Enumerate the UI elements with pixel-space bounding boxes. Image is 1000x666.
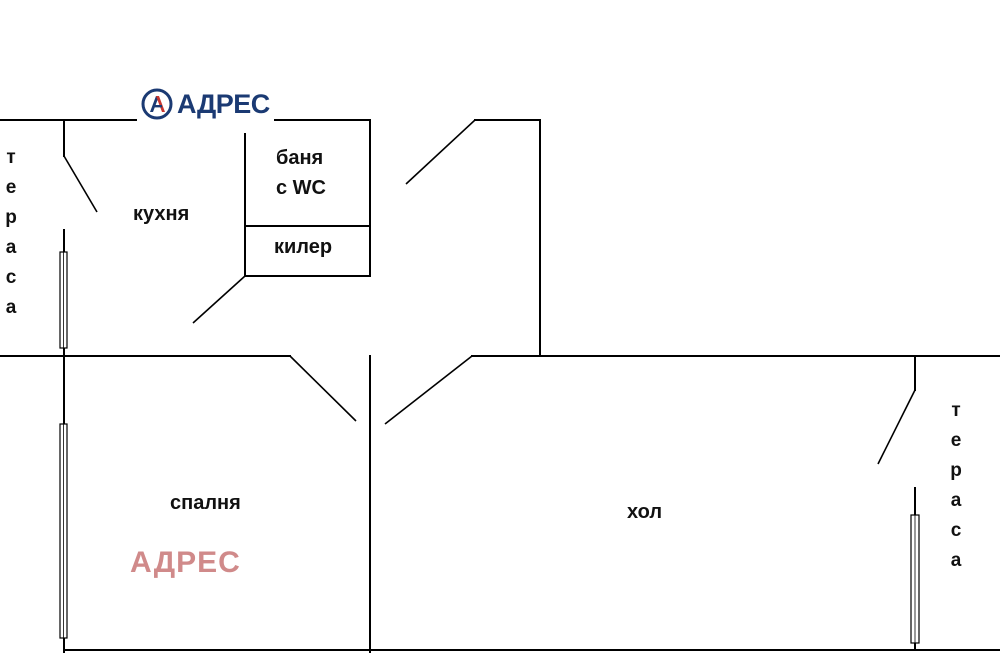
room-label-bathroom-line1: баня [276, 147, 324, 169]
door-hall [384, 355, 473, 425]
terrace-label-right: т е р а с а [946, 396, 966, 576]
terrace-left-letter: т [6, 147, 16, 168]
brand-logo: АДРЕС [137, 85, 274, 123]
terrace-right-letter: а [950, 550, 962, 571]
door-bedroom [289, 355, 357, 422]
terrace-right-letter: т [951, 400, 961, 421]
terrace-right-letter: а [950, 490, 962, 511]
terrace-left-letter: с [5, 267, 17, 288]
terrace-right-letter: с [950, 520, 962, 541]
terrace-right-letter: р [950, 460, 962, 481]
room-label-bathroom-line2: с WC [276, 177, 326, 199]
terrace-left-letter: а [5, 237, 17, 258]
door-entrance [405, 119, 476, 185]
logo-a-icon [141, 88, 173, 120]
room-label-kitchen: кухня [133, 203, 190, 225]
watermark-text: АДРЕС [130, 546, 241, 579]
terrace-left-letter: р [5, 207, 17, 228]
terrace-left-letter: е [5, 177, 17, 198]
logo-text: АДРЕС [177, 88, 270, 119]
door-hall-terrace [877, 389, 916, 465]
door-kitchen [192, 275, 246, 324]
room-label-hall: хол [627, 501, 663, 523]
terrace-label-left: т е р а с а [1, 143, 21, 323]
doors [63, 119, 916, 465]
windows [59, 251, 920, 644]
room-label-bedroom: спалня [170, 492, 241, 514]
door-kitchen-terrace [63, 155, 98, 213]
terrace-left-letter: а [5, 297, 17, 318]
room-label-storage: килер [274, 236, 333, 258]
terrace-right-letter: е [950, 430, 962, 451]
